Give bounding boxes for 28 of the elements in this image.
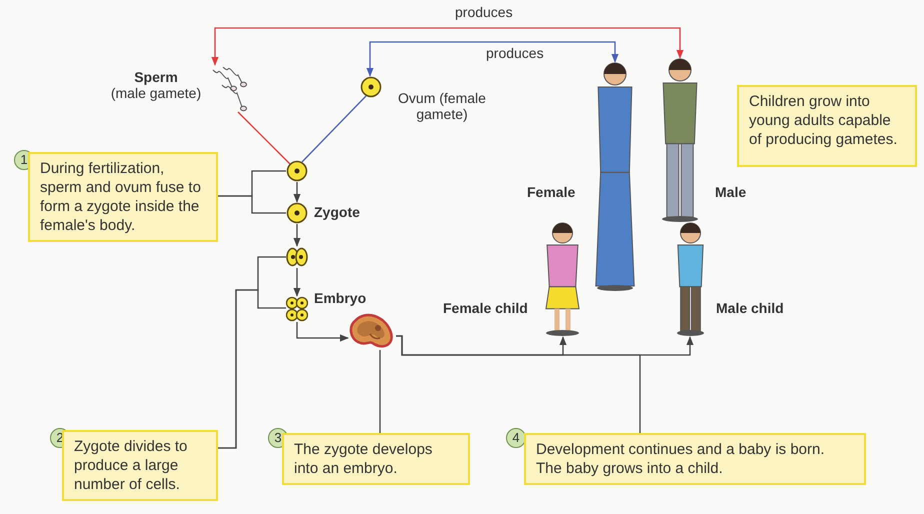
callout-box: Children grow into young adults capable of producing gametes.: [737, 85, 917, 167]
node-label: Embryo: [314, 290, 366, 306]
arrow: [296, 322, 349, 342]
callout-box: Development continues and a baby is born. The baby grows into a child.: [524, 433, 866, 485]
node-subtitle: (male gamete): [110, 85, 202, 101]
leader-line: [396, 335, 641, 433]
connector-line: [238, 112, 290, 164]
arrow: [293, 268, 301, 297]
step-number: 4: [506, 428, 526, 448]
callout-box: During fertilization, sperm and ovum fuse to form a zygote inside the female's body.: [28, 152, 218, 242]
callout-box: Zygote divides to produce a large number of cells.: [62, 430, 218, 501]
callout-box: The zygote develops into an embryo.: [282, 433, 470, 485]
node-label: Male: [715, 184, 746, 200]
node-label: Female: [527, 184, 576, 200]
node-label: Ovum (female gamete): [397, 90, 487, 122]
node-label: Female child: [443, 300, 528, 316]
node-title: Sperm: [133, 69, 179, 85]
connector-line: [302, 96, 366, 162]
node-label: Male child: [716, 300, 784, 316]
arrow: [293, 182, 301, 203]
arrow: [366, 41, 619, 77]
node-label: Zygote: [314, 204, 360, 220]
leader-line: [379, 350, 381, 433]
embryo-drawing: [348, 312, 396, 350]
arrow: [293, 224, 301, 247]
arrow: [211, 27, 684, 66]
leader-line: [218, 195, 286, 214]
leader-line: [218, 289, 286, 449]
